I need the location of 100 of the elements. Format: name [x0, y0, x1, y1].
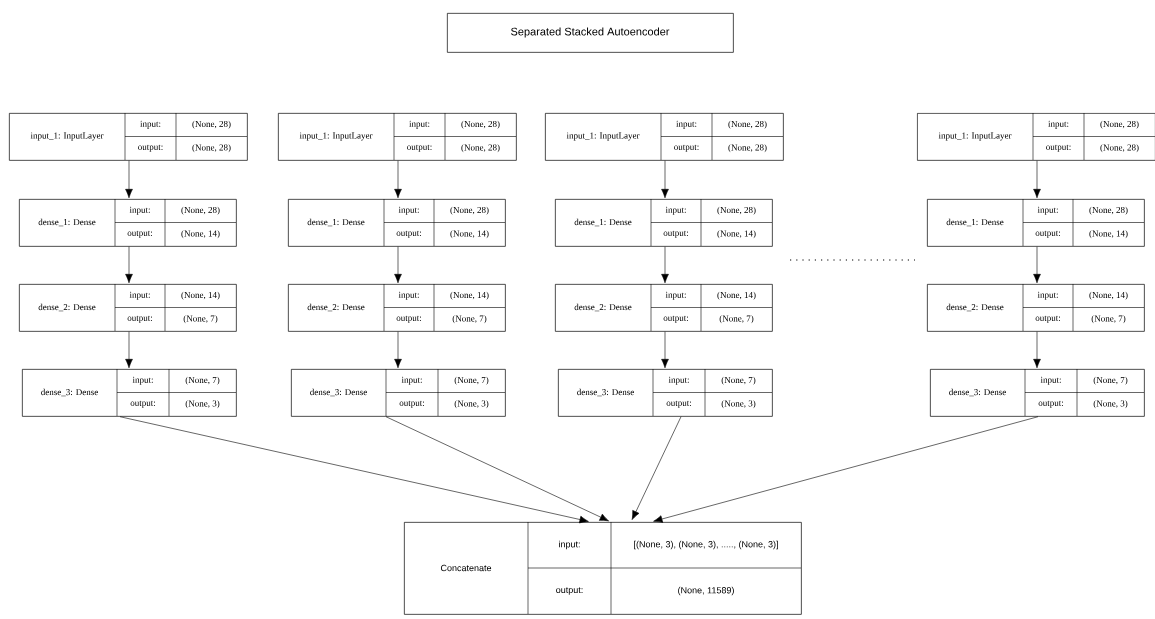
layer-name: dense_2: Dense [307, 303, 365, 312]
field-label: input: [398, 206, 419, 215]
layer-name: dense_2: Dense [38, 303, 96, 312]
field-label: input: [129, 291, 150, 300]
layer-name: Concatenate [440, 564, 492, 572]
layer-name: dense_3: Dense [949, 388, 1006, 397]
shape-value: (None, 28) [1100, 120, 1139, 129]
shape-value: (None, 28) [728, 144, 767, 153]
shape-value: [(None, 3), (None, 3), ....., (None, 3)] [634, 540, 778, 550]
arrow [394, 246, 402, 284]
field-label: input: [1040, 376, 1061, 385]
arrow [631, 416, 682, 520]
layer-name: input_1: InputLayer [30, 132, 104, 141]
shape-value: (None, 28) [461, 120, 500, 129]
arrow [125, 246, 133, 284]
field-label: output: [138, 144, 163, 152]
field-label: output: [130, 400, 156, 408]
field-label: input: [665, 291, 686, 300]
title: Separated Stacked Autoencoder [511, 27, 670, 38]
field-label: input: [409, 120, 430, 129]
layer-name: dense_3: Dense [577, 388, 634, 397]
shape-value: (None, 14) [181, 230, 220, 239]
arrow [125, 331, 133, 369]
field-label: input: [668, 376, 689, 385]
layer-name: input_1: InputLayer [299, 132, 373, 141]
shape-value: (None, 28) [450, 206, 489, 215]
layer-name: input_1: InputLayer [566, 132, 640, 141]
arrow [1033, 246, 1041, 284]
shape-value: (None, 28) [461, 144, 500, 153]
shape-value: (None, 28) [717, 206, 756, 215]
arrow [661, 160, 669, 199]
shape-value: (None, 28) [192, 144, 231, 153]
shape-value: (None, 28) [1100, 144, 1139, 153]
shape-value: (None, 14) [1089, 291, 1128, 300]
field-label: input: [1048, 120, 1069, 129]
field-label: output: [556, 587, 583, 595]
arrow [125, 160, 133, 199]
shape-value: (None, 7) [1091, 315, 1126, 324]
shape-value: (None, 28) [181, 206, 220, 215]
shape-value: (None, 14) [717, 291, 756, 300]
field-label: input: [1037, 206, 1058, 215]
shape-value: (None, 14) [717, 230, 756, 239]
shape-value: (None, 28) [728, 120, 767, 129]
layer-name: dense_1: Dense [38, 218, 96, 227]
shape-value: (None, 7) [719, 315, 754, 324]
shape-value: (None, 14) [181, 291, 220, 300]
field-label: output: [1046, 144, 1071, 152]
layer-name: dense_1: Dense [946, 218, 1004, 227]
field-label: output: [666, 400, 692, 408]
field-label: output: [127, 315, 153, 323]
field-label: input: [401, 376, 422, 385]
field-label: output: [396, 315, 422, 323]
layer-name: dense_1: Dense [307, 218, 365, 227]
shape-value: (None, 14) [1089, 230, 1128, 239]
arrow [1033, 331, 1041, 369]
shape-value: (None, 7) [1093, 376, 1128, 385]
layer-name: dense_3: Dense [41, 388, 98, 397]
arrow [385, 416, 609, 522]
arrow [661, 246, 669, 284]
shape-value: (None, 7) [454, 376, 489, 385]
arrow [653, 416, 1039, 523]
layer-name: dense_1: Dense [574, 218, 632, 227]
field-label: output: [663, 315, 689, 323]
shape-value: (None, 7) [183, 315, 218, 324]
shape-value: (None, 3) [185, 400, 220, 409]
field-label: output: [407, 144, 432, 152]
shape-value: (None, 3) [454, 400, 489, 409]
field-label: input: [398, 291, 419, 300]
field-label: input: [665, 206, 686, 215]
field-label: output: [1035, 315, 1061, 323]
shape-value: (None, 28) [192, 120, 231, 129]
shape-value: (None, 7) [721, 376, 756, 385]
arrow [394, 160, 402, 199]
layer-name: input_1: InputLayer [938, 132, 1012, 141]
shape-value: (None, 3) [1093, 400, 1128, 409]
shape-value: (None, 14) [450, 291, 489, 300]
field-label: input: [559, 540, 580, 550]
arrow [1033, 160, 1041, 199]
field-label: input: [140, 120, 161, 129]
shape-value: (None, 7) [185, 376, 220, 385]
field-label: output: [127, 230, 153, 238]
arrow [119, 416, 589, 524]
field-label: input: [132, 376, 153, 385]
field-label: output: [1035, 230, 1061, 238]
field-label: input: [1037, 291, 1058, 300]
field-label: output: [396, 230, 422, 238]
shape-value: (None, 11589) [678, 586, 734, 596]
shape-value: (None, 28) [1089, 206, 1128, 215]
arrow [661, 331, 669, 369]
field-label: output: [663, 230, 689, 238]
field-label: output: [399, 400, 425, 408]
field-label: output: [1038, 400, 1064, 408]
field-label: input: [129, 206, 150, 215]
shape-value: (None, 14) [450, 230, 489, 239]
layer-name: dense_3: Dense [310, 388, 367, 397]
arrow [394, 331, 402, 369]
shape-value: (None, 3) [721, 400, 756, 409]
layer-name: dense_2: Dense [946, 303, 1004, 312]
shape-value: (None, 7) [452, 315, 487, 324]
layer-name: dense_2: Dense [574, 303, 632, 312]
